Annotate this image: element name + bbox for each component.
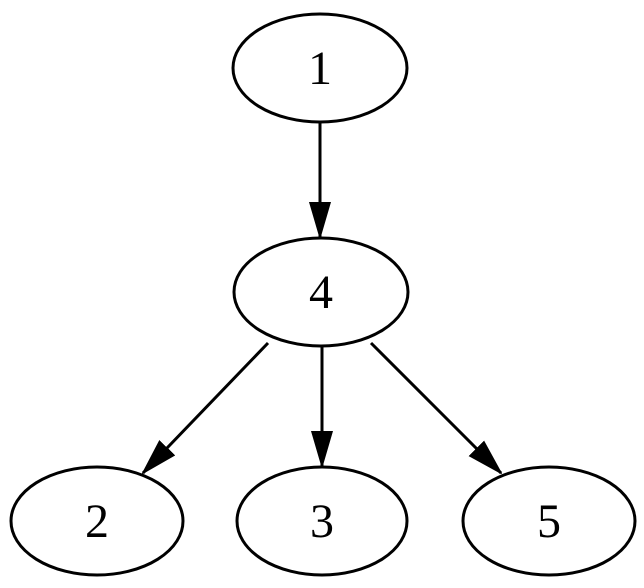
node-2: 2 — [9, 465, 185, 577]
node-1-label: 1 — [308, 42, 332, 95]
node-1: 1 — [231, 12, 409, 124]
node-3-label: 3 — [310, 495, 334, 548]
node-3: 3 — [235, 465, 409, 577]
edge-4-2-line — [143, 341, 270, 473]
node-5-label: 5 — [537, 495, 561, 548]
node-5-ellipse — [461, 465, 637, 577]
node-4-ellipse — [232, 236, 410, 348]
edge-4-5 — [369, 341, 501, 473]
node-4: 4 — [232, 236, 410, 348]
node-3-ellipse — [235, 465, 409, 577]
edge-4-5-line — [369, 341, 501, 473]
node-5: 5 — [461, 465, 637, 577]
node-1-ellipse — [231, 12, 409, 124]
node-2-ellipse — [9, 465, 185, 577]
node-4-label: 4 — [309, 266, 333, 319]
node-2-label: 2 — [85, 495, 109, 548]
edge-4-2 — [143, 341, 270, 473]
